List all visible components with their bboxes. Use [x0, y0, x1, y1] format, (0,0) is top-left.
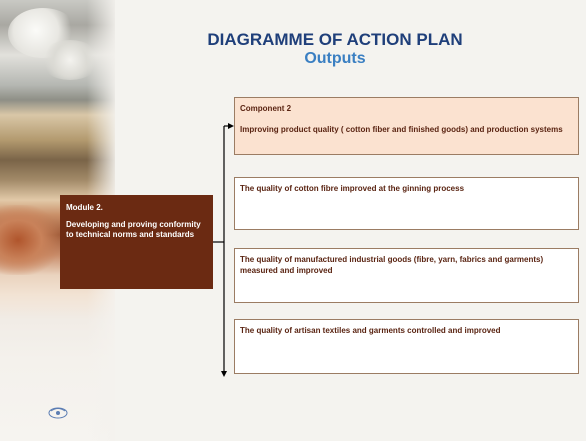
output-box-2: The quality of manufactured industrial g…	[234, 248, 579, 303]
output-box-1: The quality of cotton fibre improved at …	[234, 177, 579, 230]
module-title: Module 2.	[66, 203, 103, 212]
output-text: The quality of manufactured industrial g…	[240, 255, 544, 275]
yarn-spools-image	[0, 205, 60, 275]
slide-title: DIAGRAMME OF ACTION PLAN	[207, 30, 463, 49]
component-description: Improving product quality ( cotton fiber…	[240, 124, 563, 134]
output-text: The quality of cotton fibre improved at …	[240, 184, 465, 193]
output-text: The quality of artisan textiles and garm…	[240, 326, 501, 335]
component-title: Component 2	[240, 104, 292, 113]
module-description: Developing and proving conformity to tec…	[66, 219, 201, 240]
organization-logo-icon	[48, 407, 68, 419]
slide-subtitle: Outputs	[304, 50, 366, 67]
component-box: Component 2 Improving product quality ( …	[234, 97, 579, 155]
output-box-3: The quality of artisan textiles and garm…	[234, 319, 579, 374]
module-box: Module 2. Developing and proving conform…	[60, 195, 213, 289]
